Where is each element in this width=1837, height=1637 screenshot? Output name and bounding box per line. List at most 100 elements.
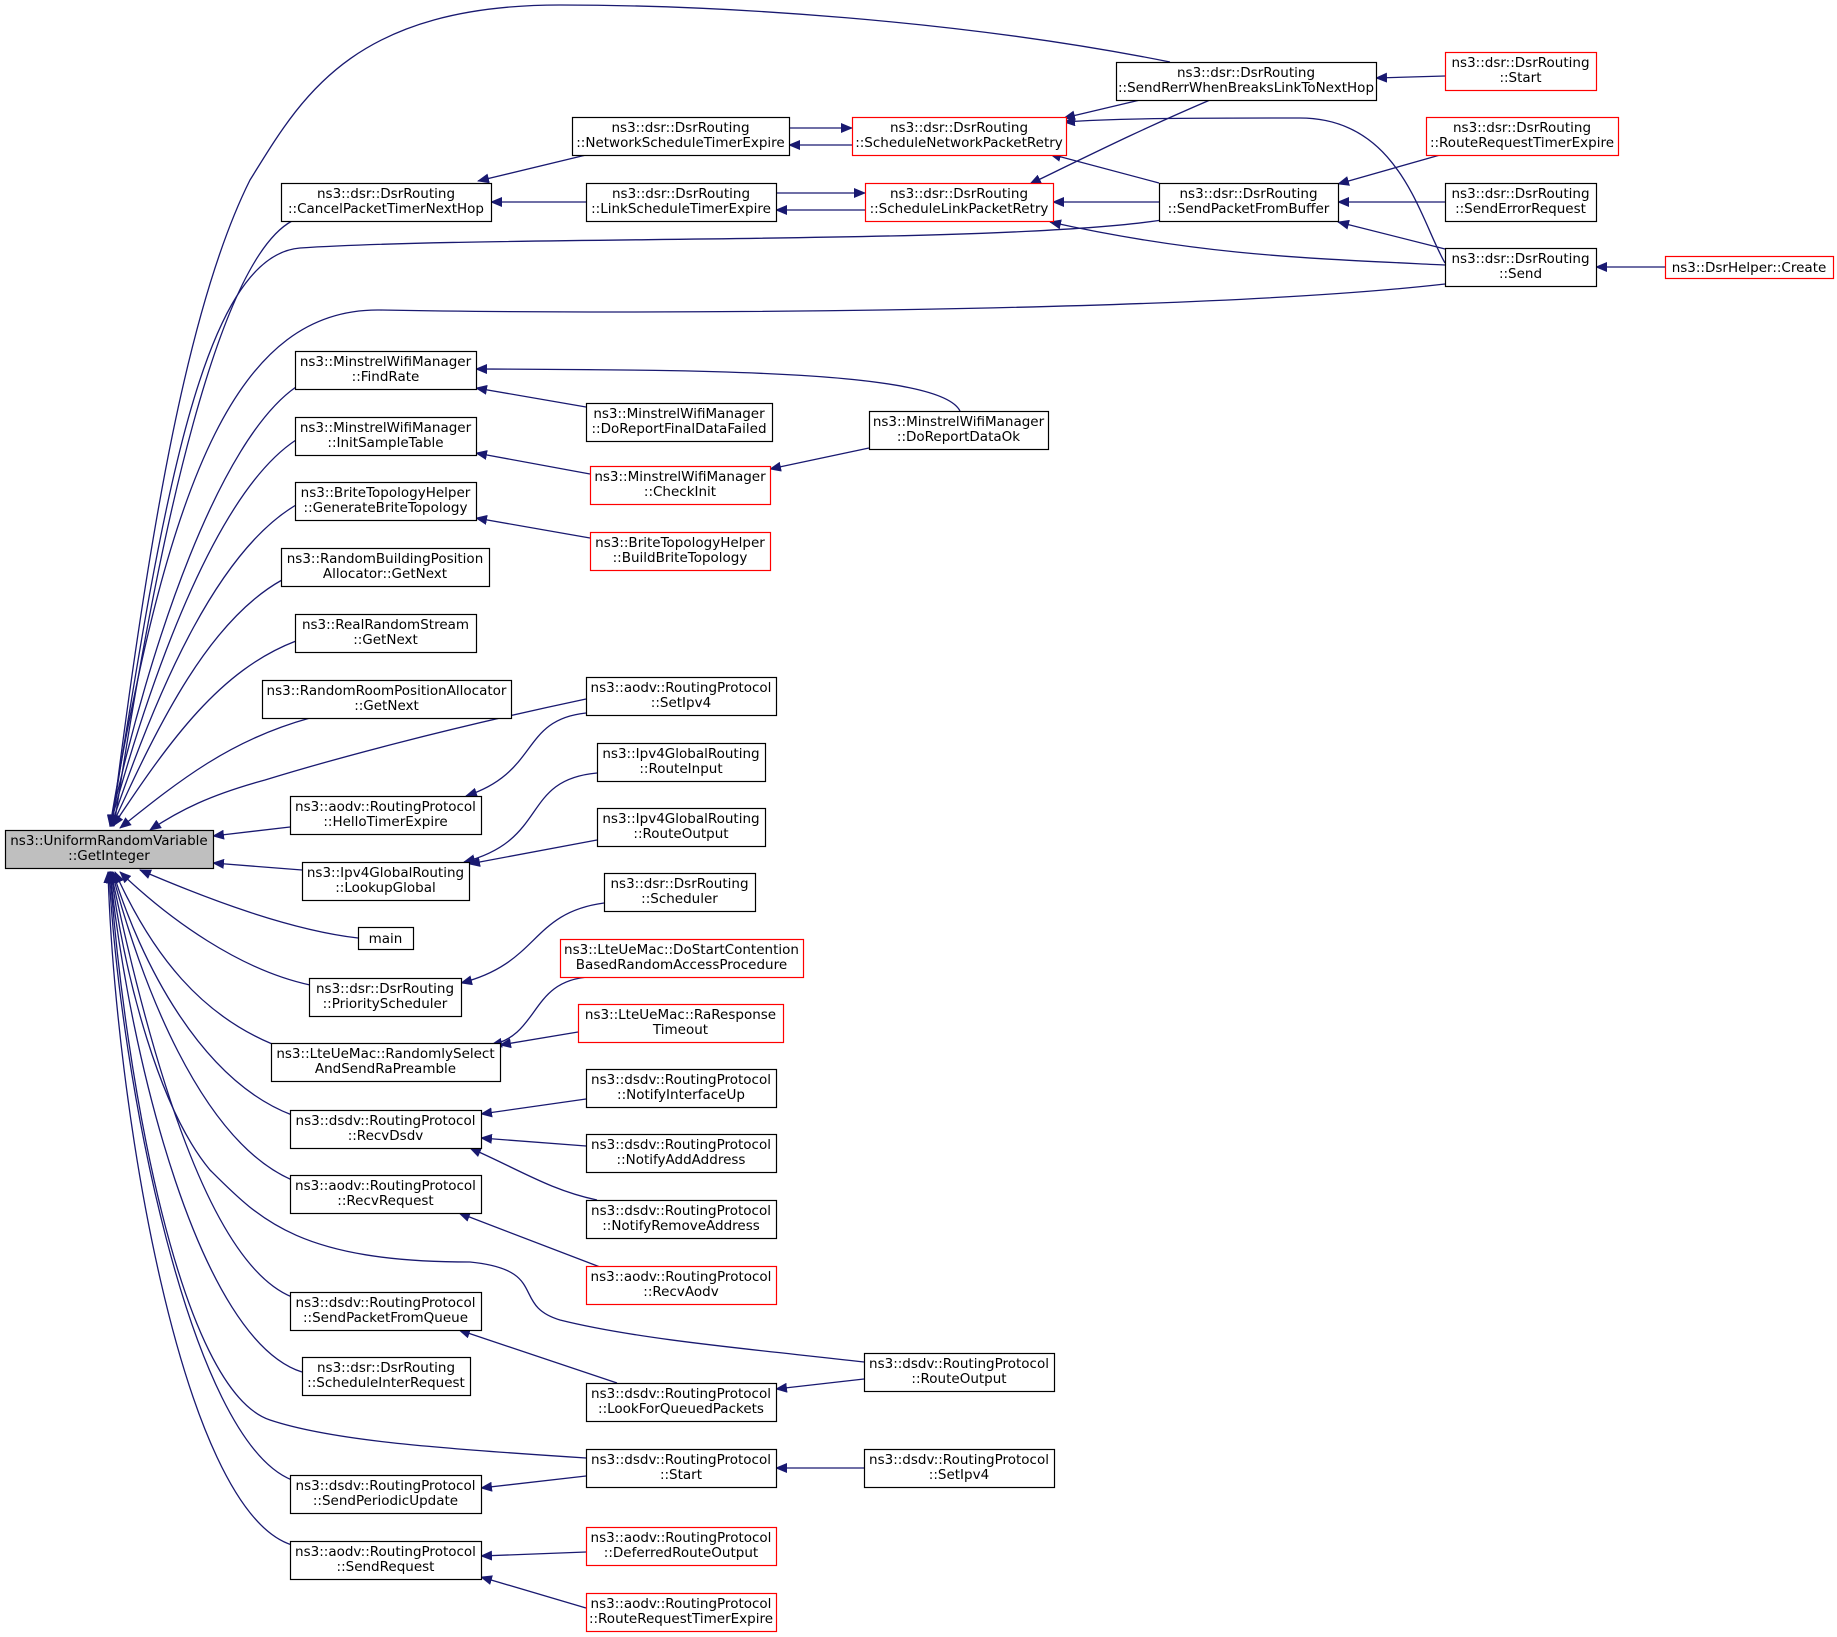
edge-sendRerr-to-schedNetRetry bbox=[1063, 99, 1141, 121]
node-box bbox=[289, 795, 483, 836]
node-label-line: ::Send bbox=[1499, 266, 1542, 282]
node-genBrite[interactable]: ns3::BriteTopologyHelper::GenerateBriteT… bbox=[294, 481, 478, 522]
node-randRoom[interactable]: ns3::RandomRoomPositionAllocator::GetNex… bbox=[261, 679, 513, 720]
node-box bbox=[1444, 247, 1598, 288]
edge-dsrSend-to-sendFromBuf bbox=[1337, 219, 1446, 250]
node-cancelTimer[interactable]: ns3::dsr::DsrRouting::CancelPacketTimerN… bbox=[280, 182, 493, 223]
node-box bbox=[294, 613, 478, 654]
node-prioSched[interactable]: ns3::dsr::DsrRouting::PriorityScheduler bbox=[308, 977, 463, 1018]
node-dsdvRouteOutput[interactable]: ns3::dsdv::RoutingProtocol::RouteOutput bbox=[863, 1352, 1056, 1393]
node-deferredRoute[interactable]: ns3::aodv::RoutingProtocol::DeferredRout… bbox=[585, 1526, 778, 1567]
node-aodvSendReq[interactable]: ns3::aodv::RoutingProtocol::SendRequest bbox=[289, 1540, 483, 1581]
edge-dsdvRouteOutput-to-root bbox=[107, 871, 865, 1363]
edge-raResp-to-randSelect bbox=[499, 1031, 579, 1049]
node-checkInit[interactable]: ns3::MinstrelWifiManager::CheckInit bbox=[589, 465, 772, 506]
node-reportFinal[interactable]: ns3::MinstrelWifiManager::DoReportFinalD… bbox=[585, 402, 774, 443]
node-label-line: ns3::dsdv::RoutingProtocol bbox=[591, 1452, 771, 1468]
node-box bbox=[261, 679, 513, 720]
node-rreqTimer[interactable]: ns3::dsr::DsrRouting::RouteRequestTimerE… bbox=[1425, 116, 1620, 157]
edge-sendRerr-to-schedLinkRetry bbox=[1029, 99, 1211, 185]
node-label-line: ::SetIpv4 bbox=[651, 695, 711, 711]
node-reportOk[interactable]: ns3::MinstrelWifiManager::DoReportDataOk bbox=[868, 410, 1050, 451]
node-recvDsdv[interactable]: ns3::dsdv::RoutingProtocol::RecvDsdv bbox=[289, 1109, 483, 1150]
node-label-line: ns3::aodv::RoutingProtocol bbox=[591, 1269, 772, 1285]
node-label-line: main bbox=[369, 931, 403, 947]
node-recvAodv[interactable]: ns3::aodv::RoutingProtocol::RecvAodv bbox=[585, 1265, 778, 1306]
edge-doStartCont-to-randSelect bbox=[490, 976, 591, 1048]
node-lookForQueued[interactable]: ns3::dsdv::RoutingProtocol::LookForQueue… bbox=[585, 1382, 778, 1423]
node-schedInterReq[interactable]: ns3::dsr::DsrRouting::ScheduleInterReque… bbox=[301, 1356, 472, 1397]
node-recvRequest[interactable]: ns3::aodv::RoutingProtocol::RecvRequest bbox=[289, 1174, 483, 1215]
node-initSample[interactable]: ns3::MinstrelWifiManager::InitSampleTabl… bbox=[294, 416, 478, 457]
node-box bbox=[289, 1291, 483, 1332]
edge-prioSched-to-root bbox=[119, 871, 311, 986]
node-label-line: Timeout bbox=[652, 1022, 708, 1038]
node-box bbox=[585, 676, 778, 717]
node-box bbox=[577, 1003, 785, 1044]
node-label-line: ::CancelPacketTimerNextHop bbox=[288, 201, 484, 217]
node-box bbox=[289, 1474, 483, 1515]
node-label-line: ns3::dsdv::RoutingProtocol bbox=[296, 1295, 476, 1311]
node-schedNetRetry[interactable]: ns3::dsr::DsrRouting::ScheduleNetworkPac… bbox=[851, 116, 1068, 157]
node-dsdvStart[interactable]: ns3::dsdv::RoutingProtocol::Start bbox=[585, 1448, 778, 1489]
edge-deferredRoute-to-aodvSendReq bbox=[480, 1550, 587, 1561]
node-label-line: ::LookForQueuedPackets bbox=[598, 1401, 764, 1417]
node-dsrSend[interactable]: ns3::dsr::DsrRouting::Send bbox=[1444, 247, 1598, 288]
node-label-line: ::HelloTimerExpire bbox=[323, 814, 447, 830]
node-label-line: ::GetInteger bbox=[68, 848, 150, 864]
node-routeInput[interactable]: ns3::Ipv4GlobalRouting::RouteInput bbox=[596, 742, 767, 783]
node-box bbox=[596, 742, 767, 783]
node-dsrCreate[interactable]: ns3::DsrHelper::Create bbox=[1664, 255, 1835, 280]
node-main[interactable]: main bbox=[357, 926, 415, 951]
node-lookupGlobal[interactable]: ns3::Ipv4GlobalRouting::LookupGlobal bbox=[301, 861, 471, 902]
node-routeOutputG[interactable]: ns3::Ipv4GlobalRouting::RouteOutput bbox=[596, 807, 767, 848]
node-doStartCont[interactable]: ns3::LteUeMac::DoStartContentionBasedRan… bbox=[559, 938, 805, 979]
edge-routeInput-to-lookupGlobal bbox=[463, 772, 598, 865]
edge-findRate-to-root bbox=[107, 386, 297, 827]
node-findRate[interactable]: ns3::MinstrelWifiManager::FindRate bbox=[294, 350, 478, 391]
node-sendErrReq[interactable]: ns3::dsr::DsrRouting::SendErrorRequest bbox=[1444, 182, 1598, 223]
node-randSelect[interactable]: ns3::LteUeMac::RandomlySelectAndSendRaPr… bbox=[270, 1042, 502, 1083]
node-scheduler[interactable]: ns3::dsr::DsrRouting::Scheduler bbox=[603, 872, 757, 913]
node-dsdvSetIpv4[interactable]: ns3::dsdv::RoutingProtocol::SetIpv4 bbox=[863, 1448, 1056, 1489]
edge-reportOk-to-findRate bbox=[475, 364, 961, 412]
node-notifyUp[interactable]: ns3::dsdv::RoutingProtocol::NotifyInterf… bbox=[585, 1068, 778, 1109]
node-sendFromQueue[interactable]: ns3::dsdv::RoutingProtocol::SendPacketFr… bbox=[289, 1291, 483, 1332]
node-sendPeriodic[interactable]: ns3::dsdv::RoutingProtocol::SendPeriodic… bbox=[289, 1474, 483, 1515]
node-box bbox=[294, 350, 478, 391]
node-notifyRemove[interactable]: ns3::dsdv::RoutingProtocol::NotifyRemove… bbox=[585, 1199, 778, 1240]
node-realRandom[interactable]: ns3::RealRandomStream::GetNext bbox=[294, 613, 478, 654]
node-dsrStart[interactable]: ns3::dsr::DsrRouting::Start bbox=[1444, 51, 1598, 92]
node-box bbox=[1425, 116, 1620, 157]
edge-reportOk-to-checkInit bbox=[769, 447, 870, 472]
node-label-line: ns3::dsdv::RoutingProtocol bbox=[591, 1203, 771, 1219]
node-aodvRreqTimer[interactable]: ns3::aodv::RoutingProtocol::RouteRequest… bbox=[585, 1592, 778, 1633]
node-randBuilding[interactable]: ns3::RandomBuildingPositionAllocator::Ge… bbox=[280, 547, 491, 588]
node-netSched[interactable]: ns3::dsr::DsrRouting::NetworkScheduleTim… bbox=[571, 116, 791, 157]
node-label-line: ns3::dsr::DsrRouting bbox=[890, 120, 1028, 136]
node-notifyAdd[interactable]: ns3::dsdv::RoutingProtocol::NotifyAddAdd… bbox=[585, 1133, 778, 1174]
node-box bbox=[864, 182, 1055, 223]
node-label-line: ns3::dsr::DsrRouting bbox=[1177, 65, 1315, 81]
node-linkSched[interactable]: ns3::dsr::DsrRouting::LinkScheduleTimerE… bbox=[585, 182, 778, 223]
node-box bbox=[585, 1526, 778, 1567]
node-helloTimer[interactable]: ns3::aodv::RoutingProtocol::HelloTimerEx… bbox=[289, 795, 483, 836]
node-root[interactable]: ns3::UniformRandomVariable::GetInteger bbox=[4, 829, 215, 870]
node-label-line: ns3::dsr::DsrRouting bbox=[611, 120, 749, 136]
node-schedLinkRetry[interactable]: ns3::dsr::DsrRouting::ScheduleLinkPacket… bbox=[864, 182, 1055, 223]
node-label-line: ::SendRerrWhenBreaksLinkToNextHop bbox=[1118, 80, 1374, 96]
node-label-line: ::GetNext bbox=[354, 698, 419, 714]
node-label-line: ::LinkScheduleTimerExpire bbox=[591, 201, 771, 217]
node-label-line: ns3::dsr::DsrRouting bbox=[890, 186, 1028, 202]
node-label-line: ns3::dsdv::RoutingProtocol bbox=[296, 1113, 476, 1129]
node-label-line: ::RecvRequest bbox=[337, 1193, 433, 1209]
edge-randSelect-to-root bbox=[114, 871, 289, 1051]
node-buildBrite[interactable]: ns3::BriteTopologyHelper::BuildBriteTopo… bbox=[589, 531, 772, 572]
edge-reportFinal-to-findRate bbox=[475, 384, 587, 408]
node-box bbox=[559, 938, 805, 979]
node-aodvSetIpv4[interactable]: ns3::aodv::RoutingProtocol::SetIpv4 bbox=[585, 676, 778, 717]
node-sendFromBuf[interactable]: ns3::dsr::DsrRouting::SendPacketFromBuff… bbox=[1158, 182, 1340, 223]
node-sendRerr[interactable]: ns3::dsr::DsrRouting::SendRerrWhenBreaks… bbox=[1115, 61, 1378, 102]
